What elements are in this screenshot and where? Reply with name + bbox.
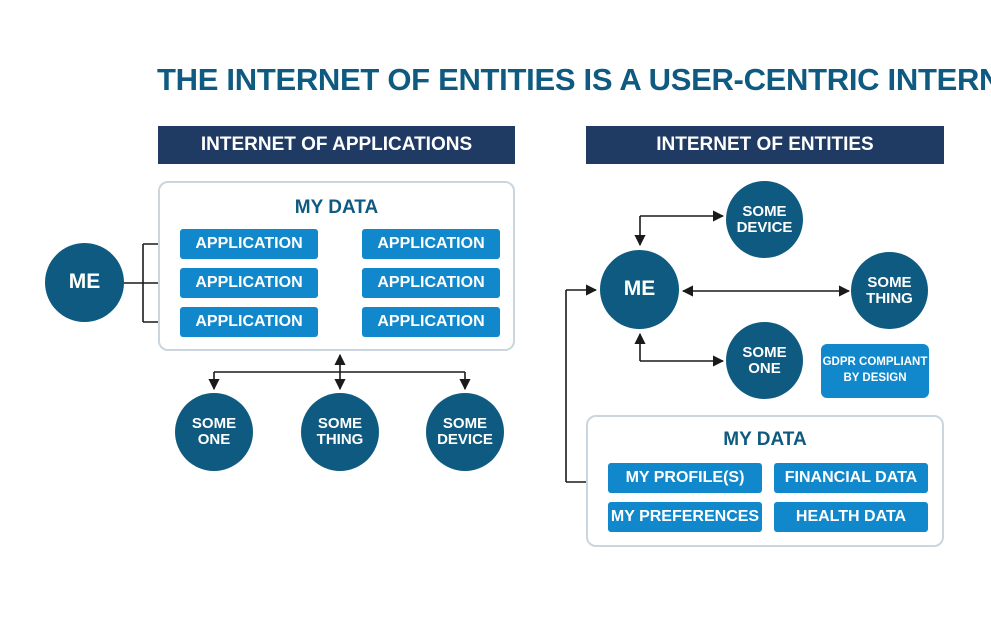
my-data-title-right: MY DATA bbox=[723, 429, 807, 450]
me-node-left-label: ME bbox=[68, 270, 101, 294]
me-node-right-label: ME bbox=[623, 277, 656, 301]
data-item-health-data: HEALTH DATA bbox=[774, 502, 928, 532]
some-device-label-left: SOME DEVICE bbox=[437, 415, 493, 448]
some-one-node-left: SOME ONE bbox=[175, 393, 253, 471]
some-thing-node-right: SOME THING bbox=[851, 252, 928, 329]
application-box: APPLICATION bbox=[180, 229, 318, 259]
gdpr-badge: GDPR COMPLIANT BY DESIGN bbox=[821, 344, 929, 398]
header-internet-of-entities: INTERNET OF ENTITIES bbox=[586, 126, 944, 164]
some-one-node-right: SOME ONE bbox=[726, 322, 803, 399]
my-data-title-left: MY DATA bbox=[294, 197, 379, 218]
application-box: APPLICATION bbox=[362, 307, 500, 337]
header-internet-of-applications: INTERNET OF APPLICATIONS bbox=[158, 126, 515, 164]
some-thing-label-left: SOME THING bbox=[316, 415, 364, 448]
application-box: APPLICATION bbox=[362, 268, 500, 298]
some-one-label-left: SOME ONE bbox=[191, 415, 237, 448]
me-node-right: ME bbox=[600, 250, 679, 329]
some-thing-node-left: SOME THING bbox=[301, 393, 379, 471]
some-device-label-right: SOME DEVICE bbox=[736, 202, 793, 236]
page-title: THE INTERNET OF ENTITIES IS A USER-CENTR… bbox=[157, 62, 991, 97]
data-item-my-profiles: MY PROFILE(S) bbox=[608, 463, 762, 493]
application-box: APPLICATION bbox=[180, 307, 318, 337]
application-box: APPLICATION bbox=[362, 229, 500, 259]
some-thing-label-right: SOME THING bbox=[866, 273, 913, 307]
data-item-my-preferences: MY PREFERENCES bbox=[608, 502, 762, 532]
data-item-financial-data: FINANCIAL DATA bbox=[774, 463, 928, 493]
some-device-node-left: SOME DEVICE bbox=[426, 393, 504, 471]
application-box: APPLICATION bbox=[180, 268, 318, 298]
me-node-left: ME bbox=[45, 243, 124, 322]
some-device-node-right: SOME DEVICE bbox=[726, 181, 803, 258]
some-one-label-right: SOME ONE bbox=[742, 343, 787, 377]
